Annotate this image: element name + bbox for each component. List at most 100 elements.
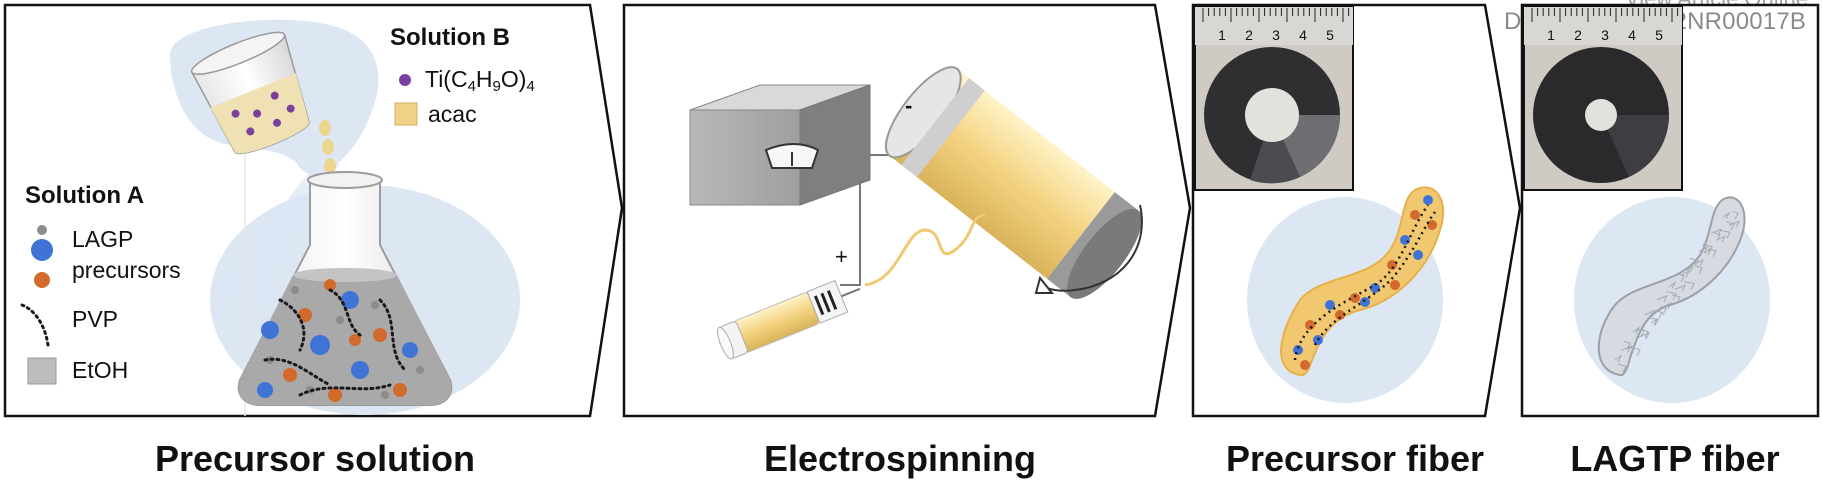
surface-crack (1665, 291, 1677, 300)
surface-crack (1626, 343, 1637, 352)
droplet (322, 139, 334, 155)
surface-crack (1695, 265, 1703, 275)
fiber-particle (1390, 280, 1400, 290)
surface-crack (1716, 234, 1727, 243)
surface-crack (1650, 317, 1659, 326)
surface-crack (1704, 247, 1713, 256)
acac-swatch (394, 102, 418, 126)
surface-crack (1668, 281, 1677, 289)
caption-precursor-fiber: Precursor fiber (1225, 438, 1485, 479)
fiber-particle (1387, 260, 1397, 270)
purple-dot-icon (399, 74, 411, 86)
surface-crack (1710, 228, 1723, 236)
fiber-particle (1360, 297, 1370, 307)
surface-crack (1638, 331, 1651, 340)
ruler-tick-label: 2 (1574, 27, 1582, 43)
surface-crack (1674, 284, 1687, 292)
surface-crack (1722, 211, 1731, 220)
fiber-particle (1427, 220, 1437, 230)
particle (393, 383, 407, 397)
etoh-swatch (27, 357, 57, 385)
acac-label: acac (428, 101, 477, 127)
fiber-particle (1400, 235, 1410, 245)
caption-lagtp-fiber: LAGTP fiber (1570, 438, 1780, 479)
lagtp-membrane-photo: 1 2 3 4 5 (1523, 6, 1683, 191)
surface-crack (1692, 259, 1705, 267)
fiber-particle (1335, 310, 1345, 320)
gray-dot-icon (37, 225, 47, 235)
ruler-tick-label: 3 (1601, 27, 1609, 43)
particle (373, 328, 387, 342)
fiber-particle (1350, 293, 1360, 303)
surface-crack (1629, 347, 1641, 356)
surface-crack (1644, 309, 1655, 318)
surface-crack (1662, 301, 1673, 310)
surface-crack (1731, 210, 1739, 220)
particle (310, 335, 330, 355)
particle (351, 361, 369, 379)
surface-crack (1680, 270, 1691, 278)
orange-dot-icon (34, 272, 50, 288)
surface-crack (1647, 317, 1659, 326)
surface-crack (1707, 248, 1717, 258)
particle (349, 334, 361, 346)
solution-a-title: Solution A (25, 182, 145, 209)
particle (324, 279, 336, 291)
fiber-jet (864, 213, 986, 287)
panel-lagtp-fiber: 1 2 3 4 5 (1520, 3, 1820, 418)
particle (328, 388, 342, 402)
surface-crack (1713, 232, 1721, 242)
surface-crack (1653, 309, 1663, 319)
fiber-particle (1300, 360, 1310, 370)
ruler-tick-label: 1 (1218, 27, 1226, 43)
fiber-particle (1423, 195, 1433, 205)
particle (261, 321, 279, 339)
ruler-tick-label: 1 (1547, 27, 1555, 43)
surface-crack (1632, 326, 1641, 335)
surface-crack (1614, 354, 1623, 363)
solution-b-title: Solution B (390, 24, 510, 51)
particle (298, 308, 312, 322)
surface-crack (1728, 220, 1741, 228)
ruler-tick-label: 4 (1628, 27, 1636, 43)
particle (336, 316, 344, 324)
ti-butoxide-label: Ti(C4H9O)4 (425, 66, 535, 95)
power-supply-icon (689, 84, 871, 206)
surface-crack (1698, 246, 1709, 254)
fiber-particle (1305, 320, 1315, 330)
etoh-label: EtOH (72, 357, 129, 383)
ruler-tick-label: 5 (1655, 27, 1663, 43)
ruler-tick-label: 2 (1245, 27, 1253, 43)
surface-crack (1671, 294, 1681, 304)
beaker-icon (190, 31, 310, 155)
fiber-particle (1325, 300, 1335, 310)
flask-icon (237, 171, 453, 406)
caption-precursor-solution: Precursor solution (154, 438, 476, 479)
blue-dot-icon (31, 239, 53, 261)
pvp-label: PVP (72, 306, 119, 332)
particle (402, 342, 418, 358)
fiber-particle (1410, 210, 1420, 220)
surface-crack (1686, 264, 1695, 273)
positive-terminal-label: + (835, 244, 848, 269)
surface-crack (1656, 294, 1669, 302)
surface-crack (1719, 229, 1731, 239)
ruler-tick-label: 3 (1272, 27, 1280, 43)
panel-electrospinning (622, 3, 1192, 418)
syringe-icon (717, 279, 861, 360)
precursors-label: precursors (72, 257, 181, 283)
ruler-tick-label: 4 (1299, 27, 1307, 43)
surface-crack (1683, 281, 1695, 290)
particle (371, 301, 379, 309)
rotation-arrow-icon (1039, 204, 1143, 292)
surface-crack (1689, 257, 1699, 267)
particle (341, 291, 359, 309)
fiber-particle (1370, 283, 1380, 293)
wire-positive (840, 180, 861, 286)
particle (416, 366, 424, 374)
surface-crack (1623, 340, 1631, 350)
surface-crack (1659, 306, 1667, 315)
